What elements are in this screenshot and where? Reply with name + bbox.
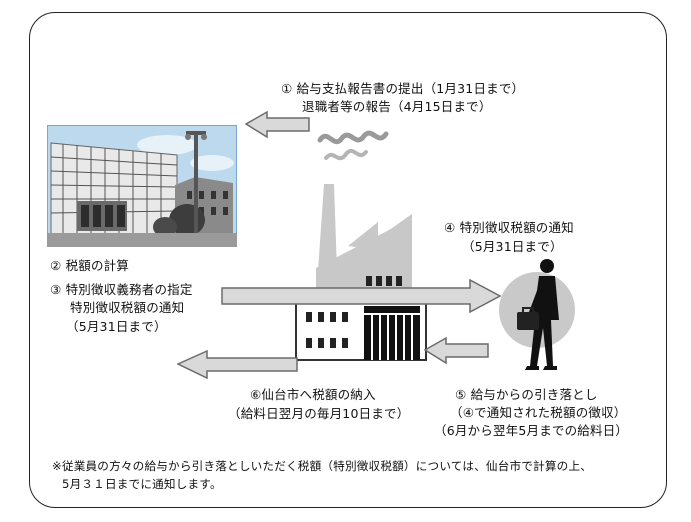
arrow-step3-to-businessman	[220, 278, 502, 314]
step2-label: ② 税額の計算	[50, 257, 129, 274]
step3-label-line1: ③ 特別徴収義務者の指定	[50, 281, 193, 298]
factory-icon	[292, 128, 432, 362]
step5-label-line3: （6月から翌年5月までの給料日）	[434, 422, 628, 439]
note-line1: ※従業員の方々の給与から引き落としいただく税額（特別徴収税額）については、仙台市…	[52, 458, 592, 475]
step4-label-line1: ④ 特別徴収税額の通知	[444, 219, 574, 236]
step6-label-line1: ⑥仙台市へ税額の納入	[250, 386, 376, 403]
step5-label-line2: （④で通知された税額の徴収）	[450, 404, 627, 421]
businessman-icon	[497, 250, 589, 372]
arrow-step5-to-factory	[424, 336, 490, 366]
note-line2: 5月３１日までに通知します。	[62, 476, 222, 493]
step4-label-line2: （5月31日まで）	[462, 238, 563, 255]
step3-label-line3: （5月31日まで）	[66, 318, 167, 335]
step6-label-line2: （給料日翌月の毎月10日まで）	[228, 405, 409, 422]
step1-label-line2: 退職者等の報告（4月15日まで）	[302, 98, 492, 115]
step3-label-line2: 特別徴収税額の通知	[70, 299, 184, 316]
arrow-step6-to-city	[177, 349, 299, 381]
city-hall-building-icon	[47, 125, 237, 247]
step5-label-line1: ⑤ 給与からの引き落とし	[455, 386, 598, 403]
step1-label-line1: ① 給与支払報告書の提出（1月31日まで）	[281, 80, 524, 97]
